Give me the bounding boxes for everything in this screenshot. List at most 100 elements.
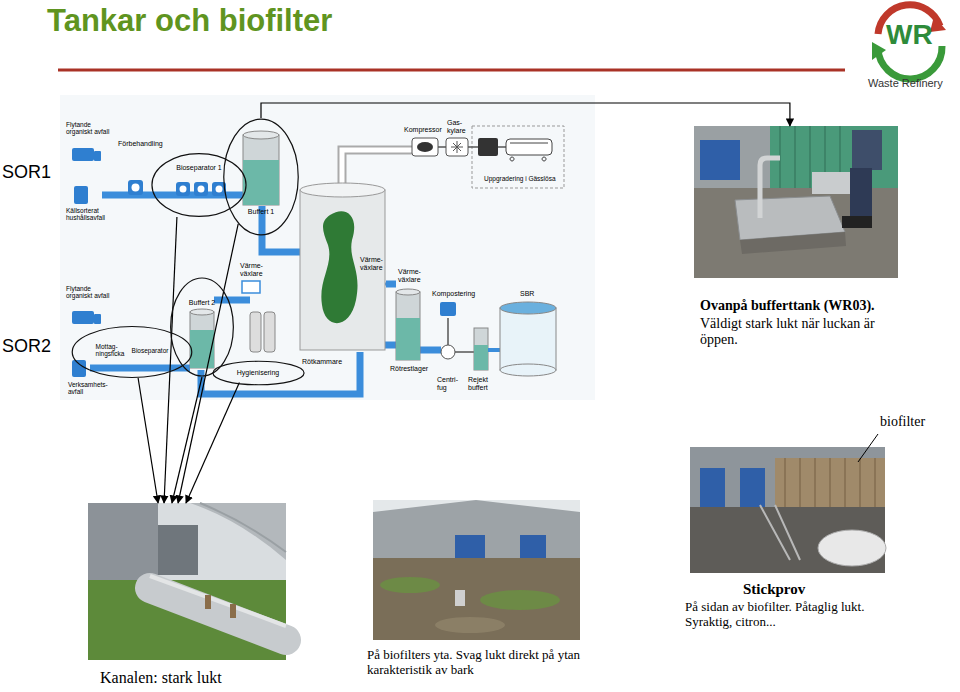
- text-holder: Buffert 2: [170, 277, 234, 307]
- digester-content: [321, 211, 357, 323]
- tank: [396, 289, 420, 295]
- photo: [373, 500, 580, 640]
- node-label: Mottag-ningsficka: [96, 343, 128, 357]
- row-label: SOR1: [2, 163, 51, 183]
- caption-heading: Stickprov: [685, 581, 910, 598]
- connector-arrow: [186, 383, 239, 503]
- tank: [190, 312, 214, 368]
- connector-arrow: [261, 103, 790, 126]
- photo-area: [694, 126, 914, 298]
- part-label: Centri-fug: [437, 376, 460, 391]
- diagram-ground: [60, 95, 595, 400]
- photo-panel: StickprovPå sidan av biofilter. Påtaglig…: [685, 447, 910, 630]
- pipes: [488, 348, 500, 352]
- title-rule: [58, 69, 845, 72]
- photo: [690, 447, 886, 573]
- photo-panel: På biofilters yta. Svag lukt direkt på y…: [367, 500, 607, 678]
- caption: Kanalen: stark lukt: [88, 669, 286, 687]
- compressor-icon: [417, 142, 433, 152]
- logo-text: WR: [886, 20, 933, 51]
- part-label: Gas-kylare: [447, 119, 470, 134]
- pipes: [90, 195, 441, 394]
- tank-fill: [190, 330, 214, 368]
- part-label: Flytande organiskt avfall: [66, 121, 110, 135]
- photo: [694, 126, 898, 278]
- tank: [243, 131, 279, 139]
- photo-area: [685, 447, 910, 581]
- node-label: Hygienisering: [212, 369, 305, 377]
- cooler-icon: [446, 138, 468, 156]
- ellipse-marker: Buffert 2: [170, 277, 234, 377]
- tank-fill: [474, 345, 488, 370]
- text-holder: Buffert 1: [223, 118, 299, 216]
- photo: [88, 503, 286, 660]
- process-icons: [132, 184, 223, 193]
- ellipse-outline: [170, 277, 234, 377]
- bus-icon: [510, 143, 548, 161]
- part-label: Kompostering: [432, 290, 475, 298]
- ellipse-outline: [223, 118, 299, 236]
- part-label: Värme-växlare: [240, 262, 267, 277]
- part-label: Rötrestlager: [390, 365, 428, 373]
- caption: Väldigt stark lukt när luckan är öppen.: [694, 316, 914, 348]
- sbr-tank: [500, 302, 556, 314]
- photo-panel: Ovanpå bufferttank (WR03). Väldigt stark …: [694, 126, 914, 348]
- ellipse-outline: [151, 153, 247, 217]
- connector-arrow: [164, 217, 177, 503]
- logo-arrow: [872, 42, 886, 60]
- flow-line: [448, 318, 474, 352]
- process-icons: [128, 180, 226, 196]
- centrifuge-icon: [441, 345, 455, 359]
- part-label: Kompressor: [404, 126, 442, 134]
- part-label: Värme-växlare: [360, 256, 387, 271]
- part-label: biofilter: [880, 414, 925, 429]
- text-holder: Mottag-ningsficka Bioseparator: [71, 326, 193, 357]
- sbr-tank: [500, 308, 556, 370]
- slide-title: Tankar och biofilter: [47, 4, 332, 38]
- cbm-icon: [478, 138, 498, 156]
- heat-exchanger: [242, 281, 260, 293]
- part-label: Verksamhets-avfall: [68, 381, 116, 395]
- part-label: Förbehandling: [118, 140, 163, 148]
- upgrade-box: [472, 126, 564, 188]
- caption-heading: Ovanpå bufferttank (WR03).: [694, 298, 914, 314]
- part-label: Flytande organiskt avfall: [66, 285, 110, 299]
- ellipse-marker: Hygienisering: [212, 361, 305, 385]
- compost-icon: [440, 302, 456, 316]
- part-label: SBR: [520, 290, 534, 298]
- tank: [250, 312, 261, 352]
- node-label: Buffert 1: [223, 208, 299, 216]
- tank: [190, 309, 214, 315]
- text-holder: Hygienisering: [212, 361, 305, 377]
- tank-fill: [396, 318, 420, 360]
- node-label: Bioseparator: [132, 347, 169, 354]
- sbr-tank: [500, 364, 556, 376]
- tank-fill: [243, 160, 279, 205]
- part-label: Källsorterat hushållsavfall: [66, 207, 116, 221]
- digester: [300, 183, 385, 197]
- ellipse-marker: Bioseparator 1: [151, 153, 247, 217]
- logo-text: Waste Refinery: [868, 77, 943, 89]
- photo-panel: Kanalen: stark lukt: [88, 503, 286, 687]
- ellipse-marker: Buffert 1: [223, 118, 299, 236]
- ellipse-marker: Mottag-ningsficka Bioseparator: [71, 326, 193, 378]
- tank: [474, 328, 488, 370]
- connector-arrow: [172, 377, 202, 503]
- compressor-icon: [412, 138, 438, 156]
- node-label: Buffert 2: [170, 299, 234, 307]
- text-holder: Bioseparator 1: [151, 153, 247, 172]
- leader-line: [858, 434, 878, 462]
- photo-area: [367, 500, 607, 648]
- bus-icon: [506, 139, 552, 155]
- tank: [396, 292, 420, 360]
- tank: [264, 312, 275, 352]
- part-label: Rejekt buffert: [468, 376, 495, 391]
- cooler-icon: [451, 141, 463, 153]
- row-label: SOR2: [2, 337, 51, 357]
- logo-arc: [878, 46, 942, 79]
- node-label: Bioseparator 1: [151, 164, 247, 172]
- connector-arrow: [138, 378, 158, 503]
- caption: På biofilters yta. Svag lukt direkt på y…: [367, 648, 607, 678]
